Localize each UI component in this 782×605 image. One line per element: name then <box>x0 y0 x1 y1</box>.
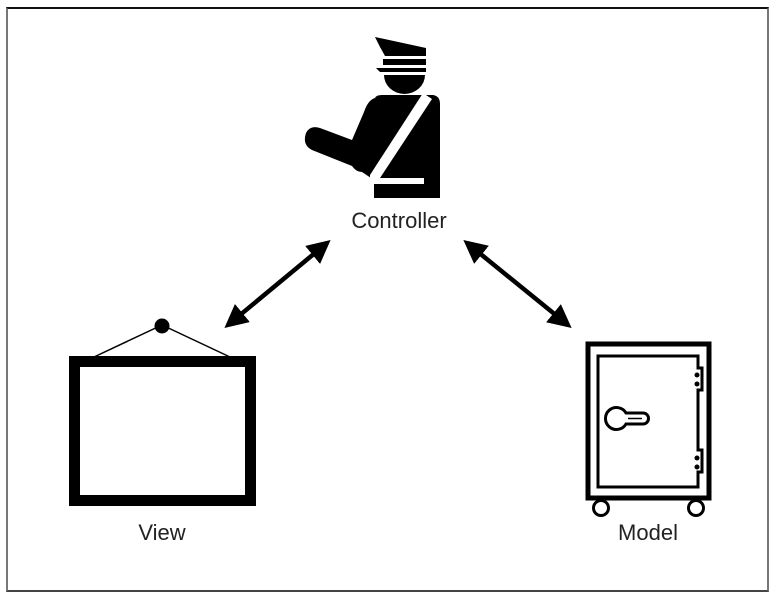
arrow-controller-view <box>224 240 331 328</box>
view-label: View <box>138 520 186 545</box>
controller-label: Controller <box>351 208 447 233</box>
arrow-controller-model <box>463 240 572 328</box>
police-officer-icon <box>304 37 440 198</box>
model-label: Model <box>618 520 678 545</box>
picture-frame-icon <box>69 318 256 506</box>
diagram-frame <box>6 7 769 592</box>
safe-icon <box>585 341 712 517</box>
